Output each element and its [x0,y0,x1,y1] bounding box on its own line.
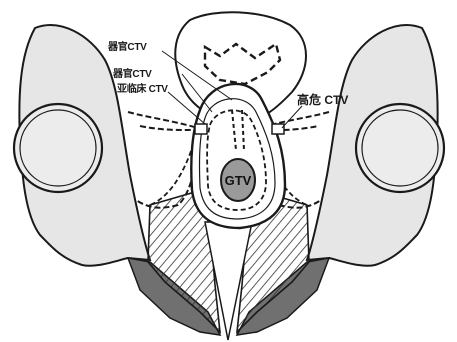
label-right-ctv: 高危 CTV [297,92,348,107]
label-mid-ctv: 器官CTV [112,67,152,80]
right-condyle [356,104,444,192]
label-top-ctv: 器官CTV [107,40,147,53]
right-node [272,124,284,134]
left-condyle [14,104,102,192]
gtv-label: GTV [225,173,252,188]
leader-right [282,106,302,128]
label-low-ctv: 亚临床 CTV [117,82,168,95]
left-node [195,124,207,134]
